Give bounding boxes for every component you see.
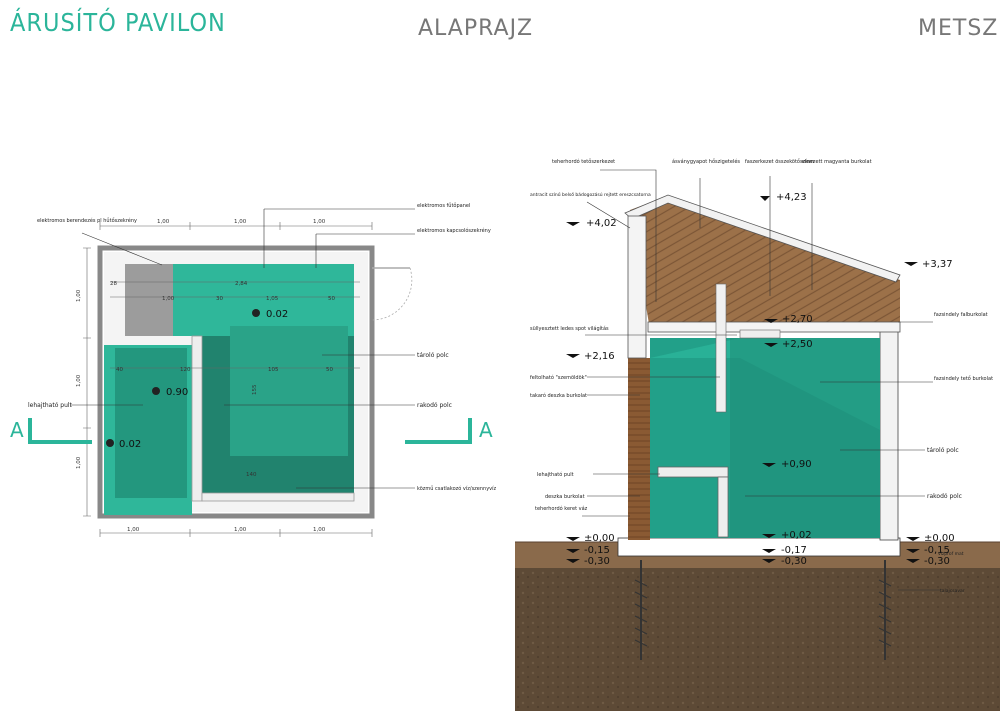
dim-left-3: 1,00 [76, 456, 82, 469]
dim-left-2: 1,00 [76, 374, 82, 387]
right-wall [879, 324, 899, 541]
dim-inner-3: 30 [216, 296, 223, 302]
label-tarolo-polc: tároló polc [417, 352, 449, 359]
section-mark-right: A [405, 418, 493, 444]
label-talaj: talajcsavar [940, 588, 965, 594]
label-deszka: deszka burkolat [545, 494, 585, 500]
counter [191, 335, 203, 502]
label-lehajthato-pult-s: lehajtható pult [537, 471, 574, 478]
dim-inner-12: 28 [110, 281, 117, 287]
level-6: +2,16 [584, 351, 615, 362]
label-lehajthato-pult: lehajtható pult [28, 402, 73, 409]
label-tarolo-polc-s: tároló polc [927, 447, 959, 454]
label-fazsindely-teto: fazsindely tető burkolat [934, 376, 993, 382]
equipment-block [125, 264, 173, 336]
section-levels: +4,23 +4,02 +3,37 +2,70 +2,50 +2,16 +0,9… [566, 192, 955, 567]
label-teherhordo-keret: teherhordó keret váz [535, 505, 588, 512]
plan-area-shelf [230, 326, 348, 456]
plan-level-marker-1: 0.02 [252, 309, 288, 320]
left-wall [628, 358, 650, 540]
dim-bottom-3: 1,00 [313, 527, 326, 533]
plan-outer-wall [97, 245, 375, 519]
page-title: ÁRUSÍTÓ PAVILON [10, 8, 226, 37]
soil [515, 568, 1000, 711]
plan-dimension-lines [83, 222, 373, 537]
label-teherhordo-tetoszerkezet: teherhordó tetőszerkezet [552, 158, 615, 165]
dim-inner-7: 105 [268, 367, 279, 373]
dim-inner-10: 40 [116, 367, 123, 373]
dim-inner-1: 2,84 [235, 281, 248, 287]
level-13: -0,30 [781, 556, 807, 567]
plan-level-marker-2: 0.90 [152, 387, 188, 398]
label-rakodo-polc: rakodó polc [417, 402, 452, 409]
label-feltolhato: feltolható "szemöldök" [530, 374, 587, 381]
dim-inner-11: 140 [246, 472, 257, 478]
dim-left-1: 1,00 [76, 289, 82, 302]
level-15: -0,15 [924, 545, 950, 556]
level-12: -0,17 [781, 545, 807, 556]
level-16: -0,30 [924, 556, 950, 567]
level-10: -0,15 [584, 545, 610, 556]
label-kapcsoloszekreny: elektromos kapcsolószekrény [417, 227, 491, 234]
label-takaro: takaró deszka burkolat [530, 392, 587, 399]
dim-inner-6: 120 [180, 367, 191, 373]
section-heading: METSZET [918, 16, 1000, 41]
level-5: +2,50 [782, 339, 813, 350]
dim-bottom-2: 1,00 [234, 527, 247, 533]
dim-top-2: 1,00 [234, 219, 247, 225]
dim-bottom-1: 1,00 [127, 527, 140, 533]
label-asvanygyapot: ásványgyapot hőszigetelés [672, 158, 740, 165]
level-14: ±0,00 [924, 533, 955, 544]
label-elektromos-berendezes: elektromos berendezés pl hűtőszekrény [37, 217, 137, 224]
level-4: +2,70 [782, 314, 813, 325]
svg-text:0.02: 0.02 [119, 439, 141, 450]
dim-inner-4: 1,05 [266, 296, 279, 302]
svg-text:A: A [10, 418, 24, 442]
roof-structure [630, 196, 900, 330]
plan-heading: ALAPRAJZ [418, 16, 534, 41]
level-7: +0,90 [781, 459, 812, 470]
label-faszerkezet: faszerkezet összekötő elem [745, 159, 814, 165]
label-rakodo-polc-s: rakodó polc [927, 493, 962, 500]
label-viz: vízprof mat [938, 550, 964, 557]
floor-plan: 1,00 1,00 1,00 1,00 1,00 1,00 1,00 1,00 … [10, 203, 497, 537]
base-frame [617, 537, 901, 557]
level-8: +0,02 [781, 530, 812, 541]
dim-top-3: 1,00 [313, 219, 326, 225]
level-11: -0,30 [584, 556, 610, 567]
dim-inner-2: 1,00 [162, 296, 175, 302]
svg-text:0.02: 0.02 [266, 309, 288, 320]
label-antracit: antracit színű belső bádogozású rejtett … [530, 191, 651, 198]
svg-text:0.90: 0.90 [166, 387, 188, 398]
plan-area-top [173, 264, 354, 336]
dim-top-1: 1,00 [157, 219, 170, 225]
section-mark-left: A [10, 418, 92, 444]
label-sullyesztett: süllyesztett ledes spot világítás [530, 325, 609, 332]
left-upper-wall [627, 215, 647, 359]
level-9: ±0,00 [584, 533, 615, 544]
section-drawing: +4,23 +4,02 +3,37 +2,70 +2,50 +2,16 +0,9… [515, 158, 1000, 711]
plan-level-marker-3: 0.02 [106, 439, 141, 450]
svg-text:A: A [479, 418, 493, 442]
dim-inner-5: 50 [328, 296, 335, 302]
screw-piles [634, 560, 892, 660]
label-kozmu: közmű csatlakozó víz/szennyvíz [417, 485, 497, 492]
level-1: +4,23 [776, 192, 807, 203]
label-fazsindely-fal: fazsindely falburkolat [934, 312, 988, 318]
label-szinezett: színezett magyanta burkolat [800, 158, 872, 165]
dim-inner-9: 155 [252, 384, 258, 395]
level-2: +4,02 [586, 218, 617, 229]
counter-section [657, 466, 729, 478]
lintel [715, 283, 727, 413]
level-3: +3,37 [922, 259, 953, 270]
storage-shelf [730, 338, 880, 538]
label-futopanel: elektromos fűtőpanel [417, 203, 470, 209]
dim-inner-8: 50 [326, 367, 333, 373]
